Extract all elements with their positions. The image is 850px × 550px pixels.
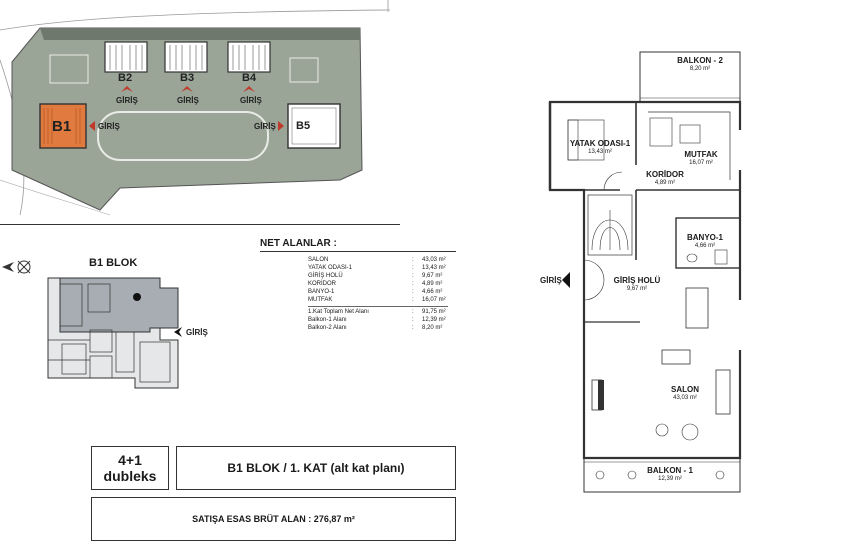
room-name: MUTFAK	[684, 150, 718, 159]
net-areas-title: NET ALANLAR :	[260, 238, 337, 249]
room-name: YATAK ODASI-1	[569, 139, 631, 148]
block-label-b5: B5	[296, 120, 311, 132]
block-label-b1: B1	[52, 118, 72, 135]
site-entrance-label-b2: GİRİŞ	[116, 96, 138, 105]
block-b4	[227, 41, 271, 73]
site-plan	[0, 0, 391, 216]
plan-title: B1 BLOK / 1. KAT (alt kat planı)	[227, 461, 405, 475]
block-b5	[287, 103, 341, 149]
floor-plan	[548, 51, 742, 493]
entrance-arrows	[89, 86, 284, 131]
key-plan-entrance-arrow-icon	[174, 327, 182, 337]
room-yatak-odasi-1: YATAK ODASI-1 13,43 m²	[565, 139, 635, 157]
room-salon: SALON 43,03 m²	[660, 385, 710, 403]
gross-area: SATIŞA ESAS BRÜT ALAN : 276,87 m²	[192, 514, 355, 524]
room-name: BALKON - 2	[677, 56, 723, 65]
room-name: KORİDOR	[646, 170, 684, 179]
block-label-b2: B2	[118, 72, 133, 84]
net-area-row: KORİDOR:4,89 m²	[308, 281, 443, 287]
site-entrance-label-b1: GİRİŞ	[98, 122, 120, 131]
unit-type-line2: dubleks	[103, 468, 157, 484]
room-name: BANYO-1	[686, 233, 723, 242]
room-name: BALKON - 1	[647, 466, 693, 475]
room-giris-holu: GİRİŞ HOLÜ 9,67 m²	[608, 276, 666, 294]
gross-area-box: SATIŞA ESAS BRÜT ALAN : 276,87 m²	[91, 497, 456, 541]
room-area: 43,03 m²	[673, 395, 697, 401]
net-area-row: GİRİŞ HOLÜ:9,67 m²	[308, 273, 443, 279]
net-area-row: BANYO-1:4,66 m²	[308, 289, 443, 295]
net-area-row: YATAK ODASI-1:13,43 m²	[308, 265, 446, 271]
room-balkon-2: BALKON - 2 8,20 m²	[665, 56, 735, 74]
key-plan	[47, 277, 179, 389]
room-banyo-1: BANYO-1 4,66 m²	[682, 233, 728, 251]
block-label-b4: B4	[242, 72, 257, 84]
room-area: 4,89 m²	[654, 180, 676, 186]
room-name: GİRİŞ HOLÜ	[613, 276, 661, 285]
floor-plan-entrance-label: GİRİŞ	[540, 276, 562, 285]
net-area-row: SALON:43,03 m²	[308, 257, 446, 263]
room-balkon-1: BALKON - 1 12,39 m²	[632, 466, 708, 484]
north-arrow-icon	[2, 260, 31, 274]
room-area: 9,67 m²	[626, 286, 648, 292]
unit-type-box: 4+1 dubleks	[91, 446, 169, 490]
site-entrance-label-b4: GİRİŞ	[240, 96, 262, 105]
net-total-row: 1.Kat Toplam Net Alanı:91,75 m²	[308, 309, 446, 315]
net-areas-underline	[260, 251, 456, 252]
site-entrance-label-b5: GİRİŞ	[254, 122, 276, 131]
room-area: 12,39 m²	[658, 476, 682, 482]
key-plan-title: B1 BLOK	[89, 257, 138, 269]
room-area: 8,20 m²	[689, 66, 711, 72]
room-mutfak: MUTFAK 16,07 m²	[676, 150, 726, 168]
unit-type-line1: 4+1	[118, 452, 142, 468]
net-areas-table: SALON:43,03 m² YATAK ODASI-1:13,43 m² Gİ…	[308, 256, 448, 332]
block-b1	[39, 103, 87, 149]
room-area: 16,07 m²	[689, 160, 713, 166]
block-b2	[104, 41, 148, 73]
plan-title-box: B1 BLOK / 1. KAT (alt kat planı)	[176, 446, 456, 490]
key-plan-entrance-label: GİRİŞ	[186, 328, 208, 337]
room-area: 13,43 m²	[588, 149, 612, 155]
net-total-row: Balkon-2 Alanı:8,20 m²	[308, 325, 443, 331]
site-entrance-label-b3: GİRİŞ	[177, 96, 199, 105]
section-divider	[0, 224, 400, 225]
block-label-b3: B3	[180, 72, 195, 84]
room-name: SALON	[671, 385, 699, 394]
block-b3	[164, 41, 208, 73]
room-area: 4,66 m²	[694, 243, 716, 249]
net-areas-separator	[308, 306, 448, 307]
net-area-row: MUTFAK:16,07 m²	[308, 297, 446, 303]
net-total-row: Balkon-1 Alanı:12,39 m²	[308, 317, 446, 323]
room-koridor: KORİDOR 4,89 m²	[640, 170, 690, 188]
